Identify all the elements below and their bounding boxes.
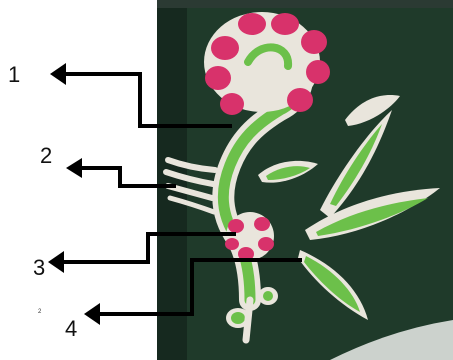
fabric-top-strip <box>157 0 453 8</box>
callout-label-3: 3 <box>33 257 45 279</box>
stray-mark: 2 <box>38 309 41 315</box>
callout-label-2: 2 <box>40 145 52 167</box>
callout-label-1: 1 <box>8 64 20 86</box>
callout-label-4: 4 <box>65 318 77 340</box>
